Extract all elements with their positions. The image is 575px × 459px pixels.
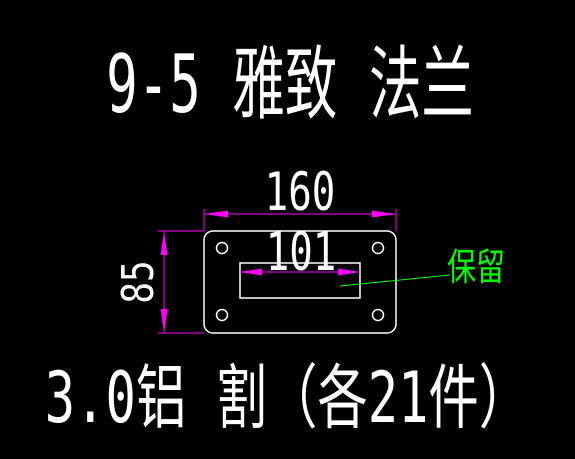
inner-slot bbox=[239, 262, 361, 299]
slot-width-dimension bbox=[240, 268, 360, 276]
mounting-hole-top-left bbox=[215, 241, 229, 255]
material-note: 3.0铝 割（各21件） bbox=[45, 358, 529, 439]
flange-outline bbox=[203, 230, 397, 334]
drawing-title: 9-5 雅致 法兰 bbox=[106, 38, 474, 131]
outer-height-dimension bbox=[158, 230, 204, 334]
mounting-hole-bottom-right bbox=[371, 308, 385, 322]
mounting-hole-bottom-left bbox=[215, 308, 229, 322]
callout-label: 保留 bbox=[447, 245, 505, 289]
outer-height-label: 85 bbox=[114, 260, 164, 303]
outer-width-dimension bbox=[203, 209, 397, 231]
mounting-hole-top-right bbox=[371, 241, 385, 255]
callout-leader bbox=[339, 274, 451, 287]
outer-width-label: 160 bbox=[265, 161, 336, 222]
slot-width-label: 101 bbox=[266, 221, 337, 282]
